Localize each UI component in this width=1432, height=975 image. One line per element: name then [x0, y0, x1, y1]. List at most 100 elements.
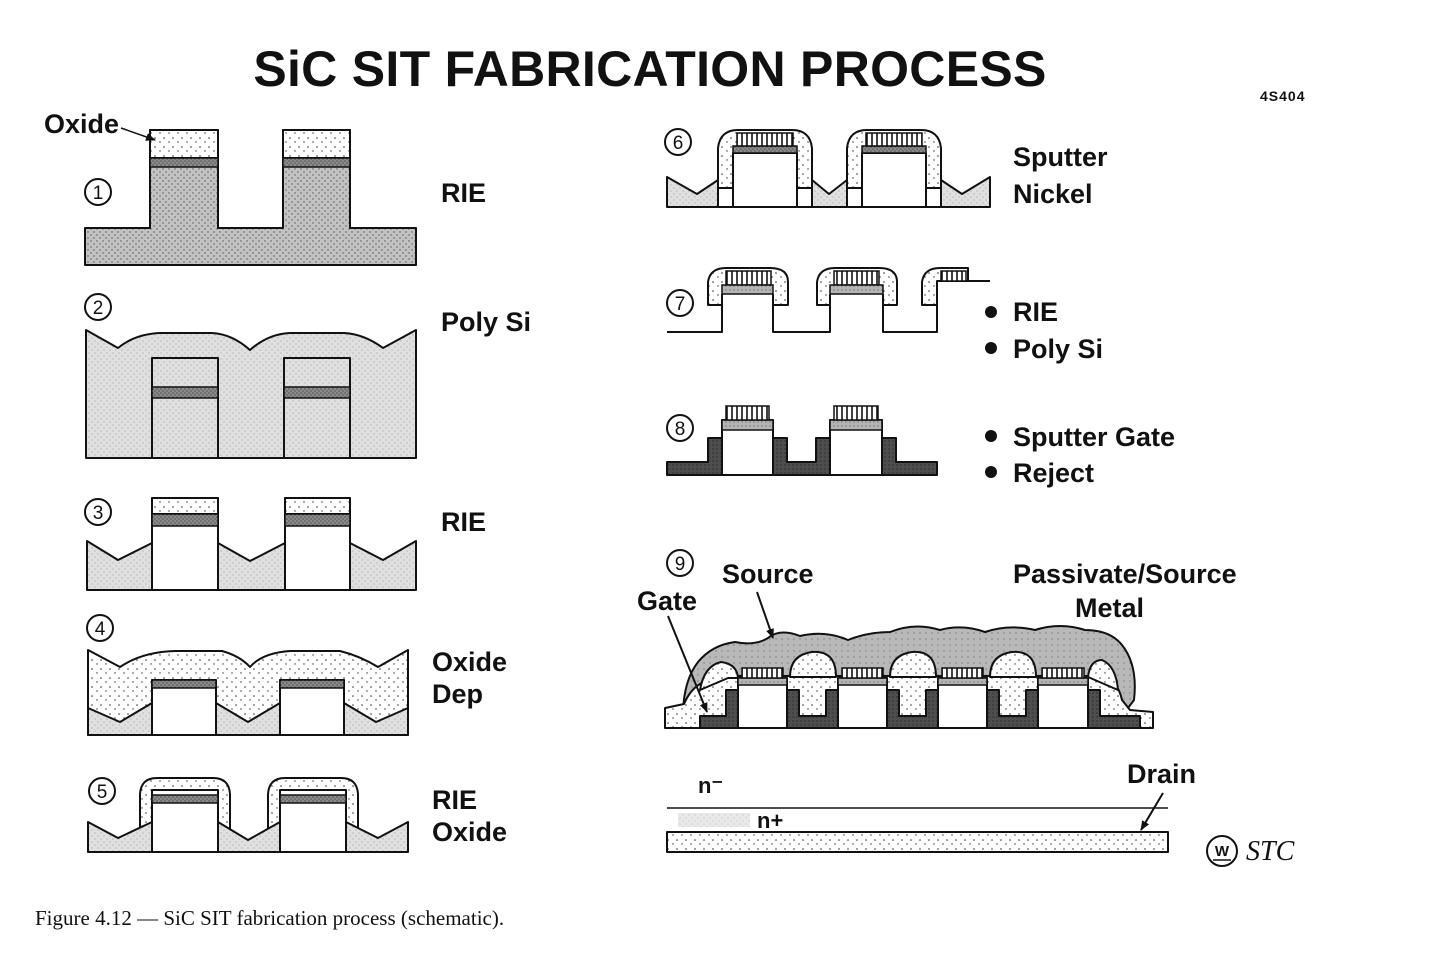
step-2: 2 Poly Si: [84, 293, 531, 459]
n-plus-speckle: [678, 813, 750, 827]
nickel-layer: [725, 405, 770, 421]
gate-metal: [986, 689, 1039, 729]
step-number-circle: [86, 614, 114, 642]
mesa: [151, 357, 219, 459]
step-label: Poly Si: [441, 307, 531, 337]
bullet: [985, 466, 997, 478]
gate-metal: [786, 689, 839, 729]
gate-arrow: [667, 615, 708, 713]
contact-layer: [151, 794, 219, 804]
contact-layer: [151, 386, 219, 399]
gate-metal: [666, 437, 723, 476]
bullet: [985, 306, 997, 318]
nickel-layer: [865, 132, 923, 147]
step-number: 5: [97, 782, 108, 803]
step-9: 9 Source Gate Passivate/Source Metal: [637, 549, 1237, 729]
source-arrow: [756, 591, 774, 639]
contact-layer: [829, 419, 883, 431]
oxide-callout-arrow: [120, 127, 156, 141]
step-label: RIE: [432, 785, 477, 815]
step-label: Sputter: [1013, 142, 1108, 172]
step-label: RIE: [441, 507, 486, 537]
oxide-bump: [889, 650, 937, 678]
sic-substrate-with-mesas: [84, 129, 417, 266]
step-label: Oxide: [432, 647, 507, 677]
poly-si-fill: [87, 702, 153, 736]
passivate-annotation: Passivate/Source: [1013, 559, 1237, 589]
nickel-layer: [833, 270, 880, 286]
step-8: 8 Sputter Gate Reject: [666, 405, 1175, 488]
step-number: 2: [93, 298, 104, 319]
step-number: 1: [93, 183, 104, 204]
oxide-bump: [699, 661, 739, 691]
poly-si-fill: [666, 176, 719, 208]
nickel-layer: [1041, 667, 1085, 679]
poly-si-fill: [349, 540, 417, 591]
poly-si-fill: [217, 821, 281, 853]
step-number: 9: [675, 554, 686, 575]
poly-si-fill: [345, 821, 409, 853]
contact-layer: [283, 386, 351, 399]
contact-layer: [737, 677, 788, 686]
nickel-layer: [725, 270, 772, 286]
gate-metal: [772, 437, 831, 476]
oxide-mask: [149, 129, 219, 159]
contact-layer: [282, 157, 351, 168]
mesa: [837, 677, 888, 729]
n-minus-label: n⁻: [698, 773, 723, 798]
mesa-body: [831, 294, 882, 331]
contact-layer: [721, 284, 774, 295]
oxide-callout-label: Oxide: [44, 109, 119, 139]
mesa: [1037, 677, 1089, 729]
mesa: [151, 679, 217, 736]
bullet: [985, 430, 997, 442]
drain-substrate: [666, 831, 1169, 853]
drain-label: Drain: [1127, 759, 1196, 789]
step-bullet-label: RIE: [1013, 297, 1058, 327]
stc-logo: W STC: [1206, 835, 1295, 867]
step-bullet-label: Sputter Gate: [1013, 422, 1175, 452]
n-plus-label: n+: [757, 808, 783, 833]
oxide-mask: [284, 497, 351, 515]
step-5: 5 RIE Oxide: [87, 777, 507, 853]
figure-caption: Figure 4.12 — SiC SIT fabrication proces…: [35, 906, 504, 930]
figure-code: 4S404: [1260, 88, 1305, 104]
nickel-layer: [940, 270, 967, 282]
step-number: 3: [93, 503, 104, 524]
poly-si-fill: [217, 542, 286, 591]
contact-layer: [284, 513, 351, 527]
poly-si-fill: [940, 176, 991, 208]
step-number-circle: [666, 289, 694, 317]
contact-layer: [151, 513, 219, 527]
mesa: [279, 679, 345, 736]
mesa: [937, 677, 988, 729]
source-annotation: Source: [722, 559, 814, 589]
step-label: RIE: [441, 178, 486, 208]
substrate-stack: n⁻ n+ Drain: [666, 759, 1196, 853]
mesa-body: [723, 294, 772, 331]
oxide-bump: [789, 650, 837, 678]
step-label: Dep: [432, 679, 483, 709]
page-title: SiC SIT FABRICATION PROCESS: [253, 41, 1046, 97]
step-1: 1 Oxide RIE: [44, 109, 486, 266]
step-number-circle: [666, 549, 694, 577]
poly-si-layer: [85, 329, 417, 459]
step-bullet-label: Reject: [1013, 458, 1094, 488]
step-number: 4: [95, 619, 106, 640]
contact-layer: [732, 145, 798, 154]
step-number-circle: [88, 777, 116, 805]
contact-layer: [861, 145, 927, 154]
nickel-layer: [841, 667, 884, 679]
contact-layer: [151, 679, 217, 689]
oxide-bump: [1087, 659, 1119, 691]
mesa: [732, 152, 798, 208]
step-number: 8: [675, 419, 686, 440]
step-number: 7: [675, 294, 686, 315]
contact-layer: [279, 679, 345, 689]
contact-layer: [721, 419, 774, 431]
bullet: [985, 342, 997, 354]
oxide-bump: [989, 650, 1037, 678]
step-4: 4 Oxide Dep: [86, 614, 507, 736]
gate-metal: [881, 437, 938, 476]
